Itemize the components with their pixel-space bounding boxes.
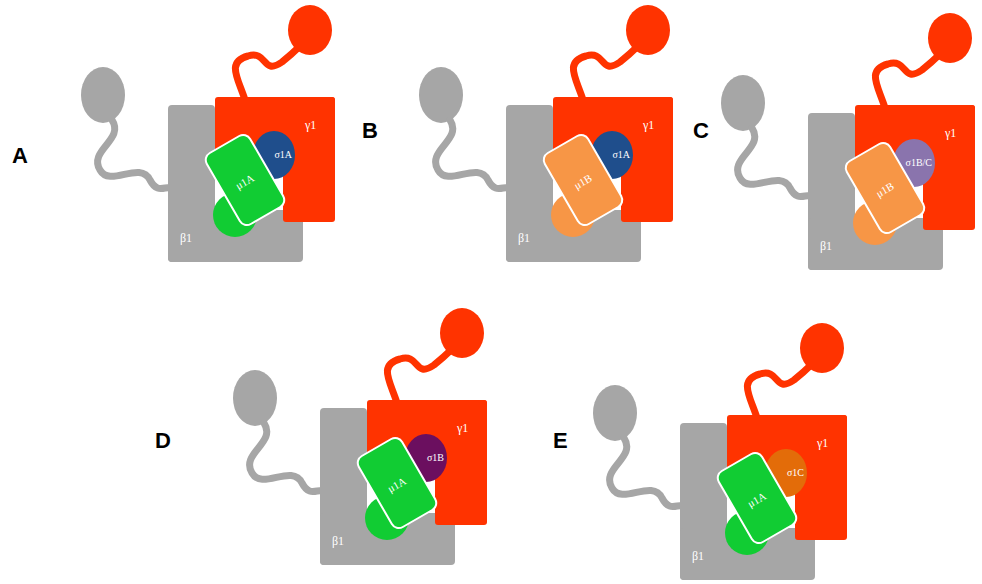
subunit-label: γ1: [643, 119, 654, 131]
subunit-label: β1: [332, 535, 344, 547]
subunit-label: γ1: [945, 127, 956, 139]
subunit-label: β1: [692, 550, 704, 562]
subunit-label: β1: [820, 240, 832, 252]
subunit-label: γ1: [817, 437, 828, 449]
subunit-label: σ1A: [274, 150, 292, 160]
panel-letter: A: [12, 143, 28, 169]
mu-subunit: μ1A: [200, 130, 290, 240]
mu-subunit: μ1A: [712, 448, 802, 558]
complex-panel: β1 γ1 σ1Aμ1A: [0, 0, 350, 265]
panel-letter: C: [693, 118, 709, 144]
subunit-label: γ1: [457, 422, 468, 434]
subunit-label: β1: [518, 232, 530, 244]
mu-subunit: μ1A: [352, 433, 442, 543]
panel-letter: D: [155, 428, 171, 454]
complex-panel: β1 γ1 σ1Aμ1B: [338, 0, 688, 265]
subunit-label: σ1C: [787, 468, 804, 478]
mu-subunit: μ1B: [538, 130, 628, 240]
subunit-label: σ1B: [427, 453, 444, 463]
mu-subunit: μ1B: [840, 138, 930, 248]
complex-panel: β1 γ1 σ1B/Cμ1B: [640, 8, 982, 273]
panel-letter: B: [362, 118, 378, 144]
complex-panel: β1 γ1 σ1Bμ1A: [152, 303, 502, 568]
subunit-label: β1: [180, 232, 192, 244]
panel-letter: E: [553, 428, 568, 454]
subunit-label: σ1A: [612, 150, 630, 160]
subunit-label: σ1B/C: [905, 158, 932, 168]
subunit-label: γ1: [305, 119, 316, 131]
